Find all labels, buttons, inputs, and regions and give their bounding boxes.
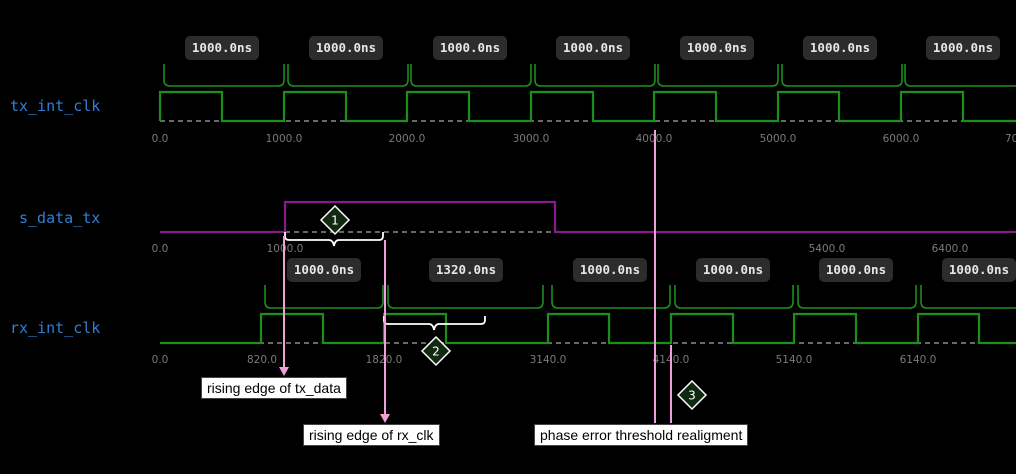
arrowhead: [279, 367, 289, 376]
signal-label-rx-int-clk: rx_int_clk: [10, 319, 100, 337]
period-pill: [926, 36, 1000, 60]
period-label: 1000.0ns: [826, 262, 886, 277]
period-pill: [803, 36, 877, 60]
tick-label: 6140.0: [900, 354, 937, 366]
rx-period-labels: 1000.0ns 1320.0ns 1000.0ns 1000.0ns 1000…: [287, 258, 1016, 282]
period-pill: [429, 258, 503, 282]
marker-3-label: 3: [688, 389, 696, 403]
marker-2-label: 2: [432, 345, 440, 359]
period-label: 1000.0ns: [316, 40, 376, 55]
rx-tick-labels: 0.0 820.0 1820.0 3140.0 4140.0 5140.0 61…: [152, 354, 937, 366]
period-label: 1000.0ns: [703, 262, 763, 277]
period-label: 1000.0ns: [440, 40, 500, 55]
annotation-rising-edge-rx-clk: rising edge of rx_clk: [303, 424, 440, 446]
period-pill: [819, 258, 893, 282]
annotation-rising-edge-tx-data: rising edge of tx_data: [201, 377, 347, 399]
tx-period-labels: 1000.0ns 1000.0ns 1000.0ns 1000.0ns 1000…: [185, 36, 1000, 60]
tick-label: 0.0: [152, 133, 169, 145]
annotation-arrows: [283, 130, 672, 423]
marker-1: 1: [319, 204, 351, 236]
period-label: 1000.0ns: [687, 40, 747, 55]
period-label: 1000.0ns: [810, 40, 870, 55]
period-pill: [942, 258, 1016, 282]
tick-label: 3140.0: [530, 354, 567, 366]
rx-int-clk-waveform: [160, 312, 1016, 345]
period-pill: [556, 36, 630, 60]
marker-1-label: 1: [331, 214, 339, 228]
period-label: 1000.0ns: [192, 40, 252, 55]
period-pill: [433, 36, 507, 60]
tick-label: 3000.0: [513, 133, 550, 145]
measure-bracket-1: [284, 232, 384, 247]
annotation-phase-error-realignment: phase error threshold realigment: [534, 424, 749, 446]
period-pill: [696, 258, 770, 282]
tick-label: 6400.0: [932, 243, 969, 255]
period-label: 1000.0ns: [563, 40, 623, 55]
s-data-tx-waveform: [160, 200, 1016, 234]
measure-bracket-2: [383, 316, 486, 331]
period-pill: [309, 36, 383, 60]
tick-label: 70: [1005, 133, 1016, 145]
period-label: 1000.0ns: [933, 40, 993, 55]
period-pill: [680, 36, 754, 60]
tx-tick-labels: 0.0 1000.0 2000.0 3000.0 4000.0 5000.0 6…: [152, 133, 1016, 145]
marker-3: 3: [676, 379, 708, 411]
signal-label-s-data-tx: s_data_tx: [19, 209, 100, 227]
signal-label-tx-int-clk: tx_int_clk: [10, 97, 100, 115]
period-label: 1320.0ns: [436, 262, 496, 277]
tick-label: 2000.0: [389, 133, 426, 145]
period-label: 1000.0ns: [949, 262, 1009, 277]
period-pill: [185, 36, 259, 60]
tick-label: 0.0: [152, 243, 169, 255]
tick-label: 6000.0: [883, 133, 920, 145]
period-label: 1000.0ns: [294, 262, 354, 277]
tick-label: 820.0: [247, 354, 277, 366]
rx-period-braces: [264, 285, 1016, 309]
arrowhead: [380, 414, 390, 423]
period-pill: [573, 258, 647, 282]
sd-tick-labels: 0.0 1000.0 5400.0 6400.0: [152, 243, 969, 255]
tick-label: 5400.0: [809, 243, 846, 255]
tx-int-clk-waveform: [158, 90, 1016, 123]
tick-label: 0.0: [152, 354, 169, 366]
tick-label: 1000.0: [266, 133, 303, 145]
period-label: 1000.0ns: [580, 262, 640, 277]
tx-period-braces: [163, 64, 1016, 87]
marker-2: 2: [420, 335, 452, 367]
tick-label: 5140.0: [776, 354, 813, 366]
tick-label: 5000.0: [760, 133, 797, 145]
period-pill: [287, 258, 361, 282]
